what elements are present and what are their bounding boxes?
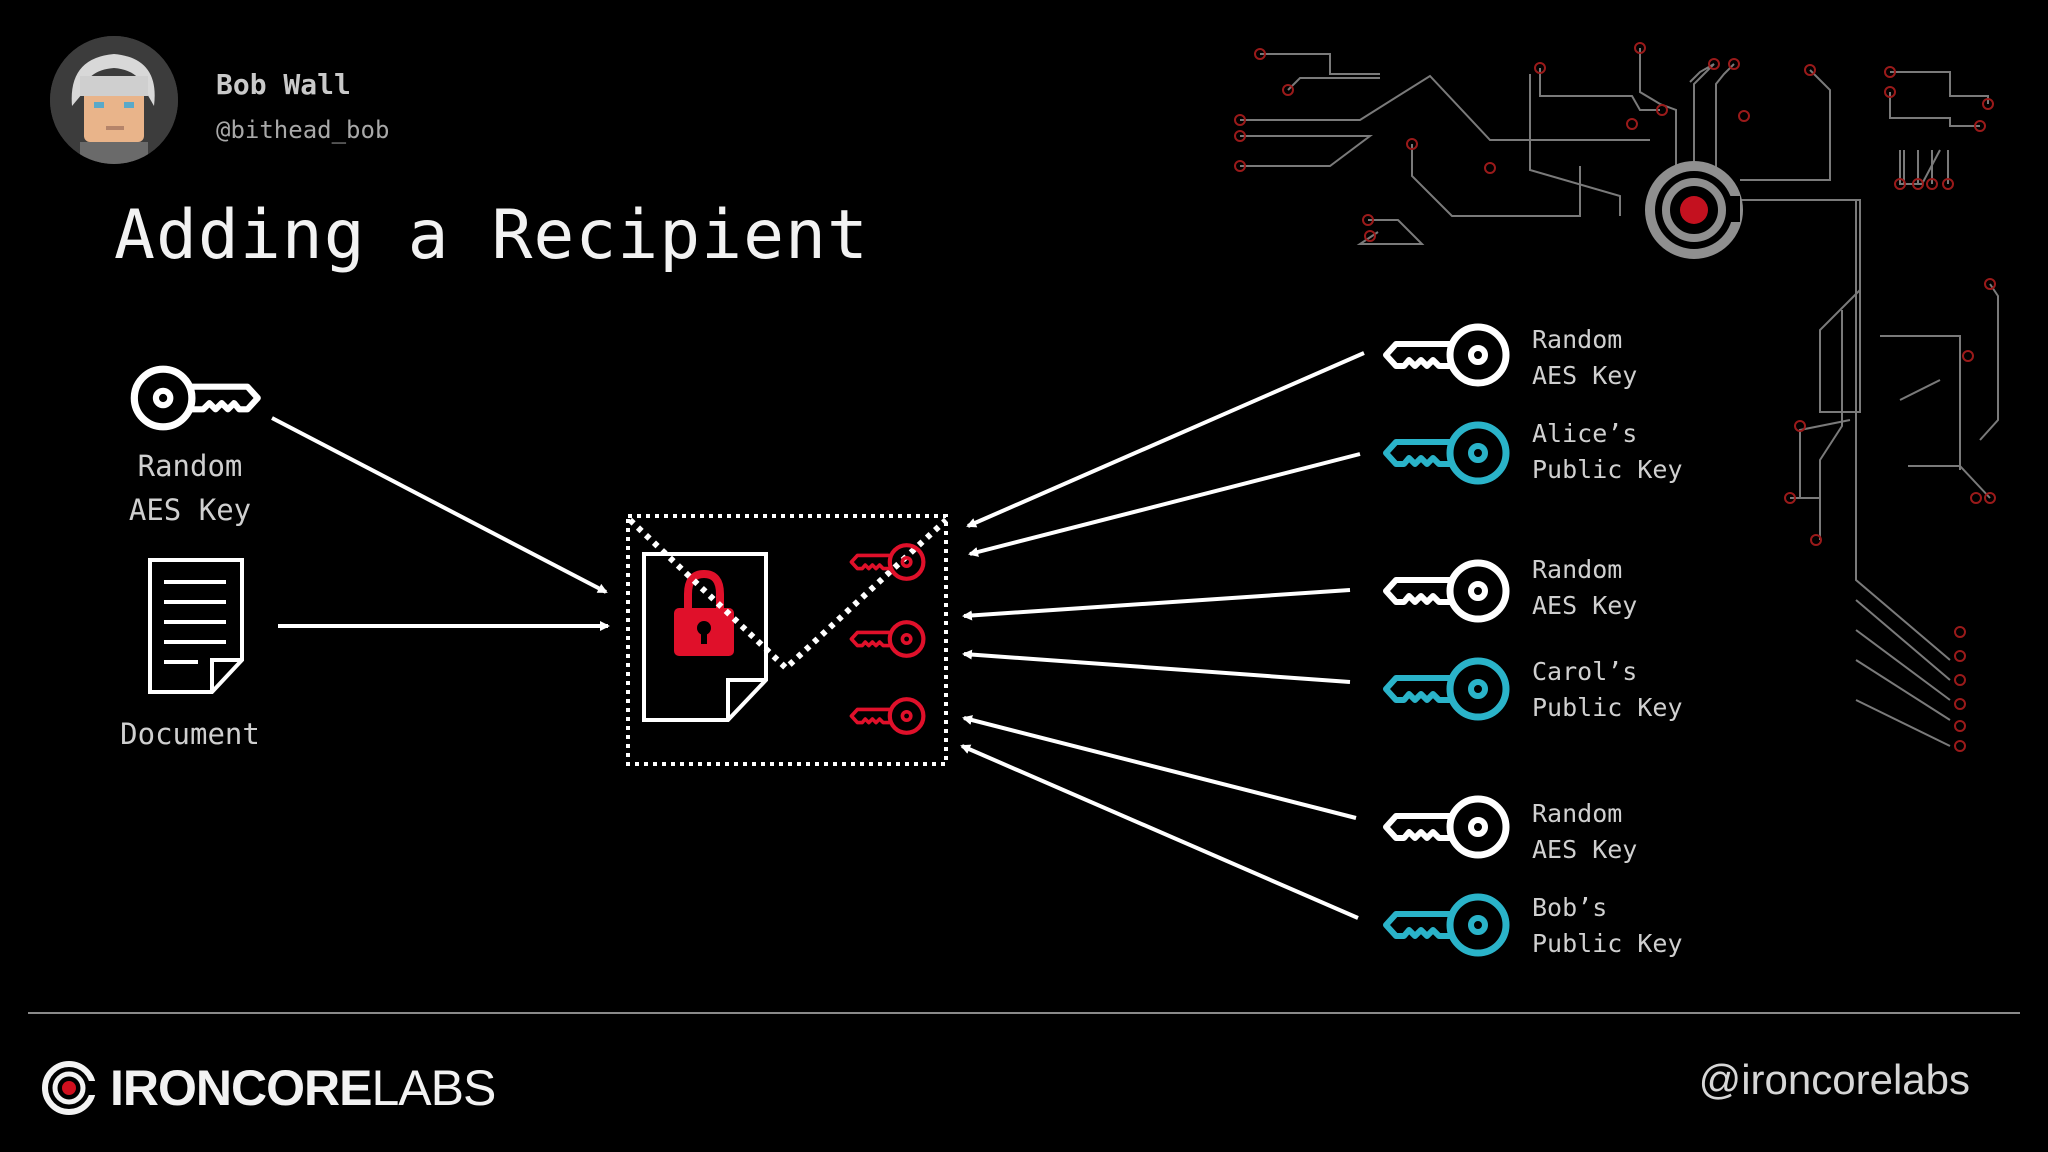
- encrypted-document-icon: [642, 552, 768, 722]
- arrow-bob-to-box: [960, 744, 1359, 920]
- footer-handle: @ironcorelabs: [1698, 1056, 1970, 1103]
- circuit-nodes: [1234, 42, 1996, 752]
- author-avatar: [50, 36, 178, 164]
- encrypted-key-icon-3: [851, 699, 923, 733]
- slide-title: Adding a Recipient: [114, 196, 869, 275]
- footer-divider: [28, 1012, 2020, 1014]
- arrow-aes2-to-box: [962, 588, 1351, 621]
- encrypted-package-box: [626, 514, 948, 766]
- lock-icon: [674, 569, 734, 656]
- public-key-icon-alice: [1386, 425, 1506, 481]
- arrow-aes-to-box: [271, 416, 608, 594]
- author-name: Bob Wall: [216, 68, 351, 101]
- encrypted-key-icon-2: [851, 622, 923, 656]
- public-key-icon-bob: [1386, 897, 1506, 953]
- aes-key-icon-1: [1386, 327, 1506, 383]
- aes-key-input-icon: [134, 369, 257, 427]
- brand-name-bold: IRONCORE: [110, 1060, 372, 1116]
- aes-key-input-label: Random AES Key: [128, 449, 252, 527]
- public-key-icon-carol: [1386, 661, 1506, 717]
- ironcore-logo-icon: [42, 1061, 96, 1115]
- author-handle: @bithead_bob: [216, 116, 390, 144]
- arrow-aes1-to-box: [966, 351, 1365, 528]
- circuit-decoration: [1240, 48, 1999, 747]
- circuit-logo-icon: [1645, 161, 1743, 259]
- document-icon: [148, 558, 244, 694]
- arrow-alice-to-box: [968, 452, 1361, 557]
- brand-logo: IRONCORE LABS: [40, 1058, 496, 1118]
- arrow-aes3-to-box: [962, 715, 1357, 820]
- aes-key-icon-3: [1386, 799, 1506, 855]
- arrow-carol-to-box: [962, 649, 1351, 684]
- aes-key-icon-2: [1386, 563, 1506, 619]
- brand-name-light: LABS: [371, 1060, 496, 1116]
- document-label: Document: [120, 717, 260, 751]
